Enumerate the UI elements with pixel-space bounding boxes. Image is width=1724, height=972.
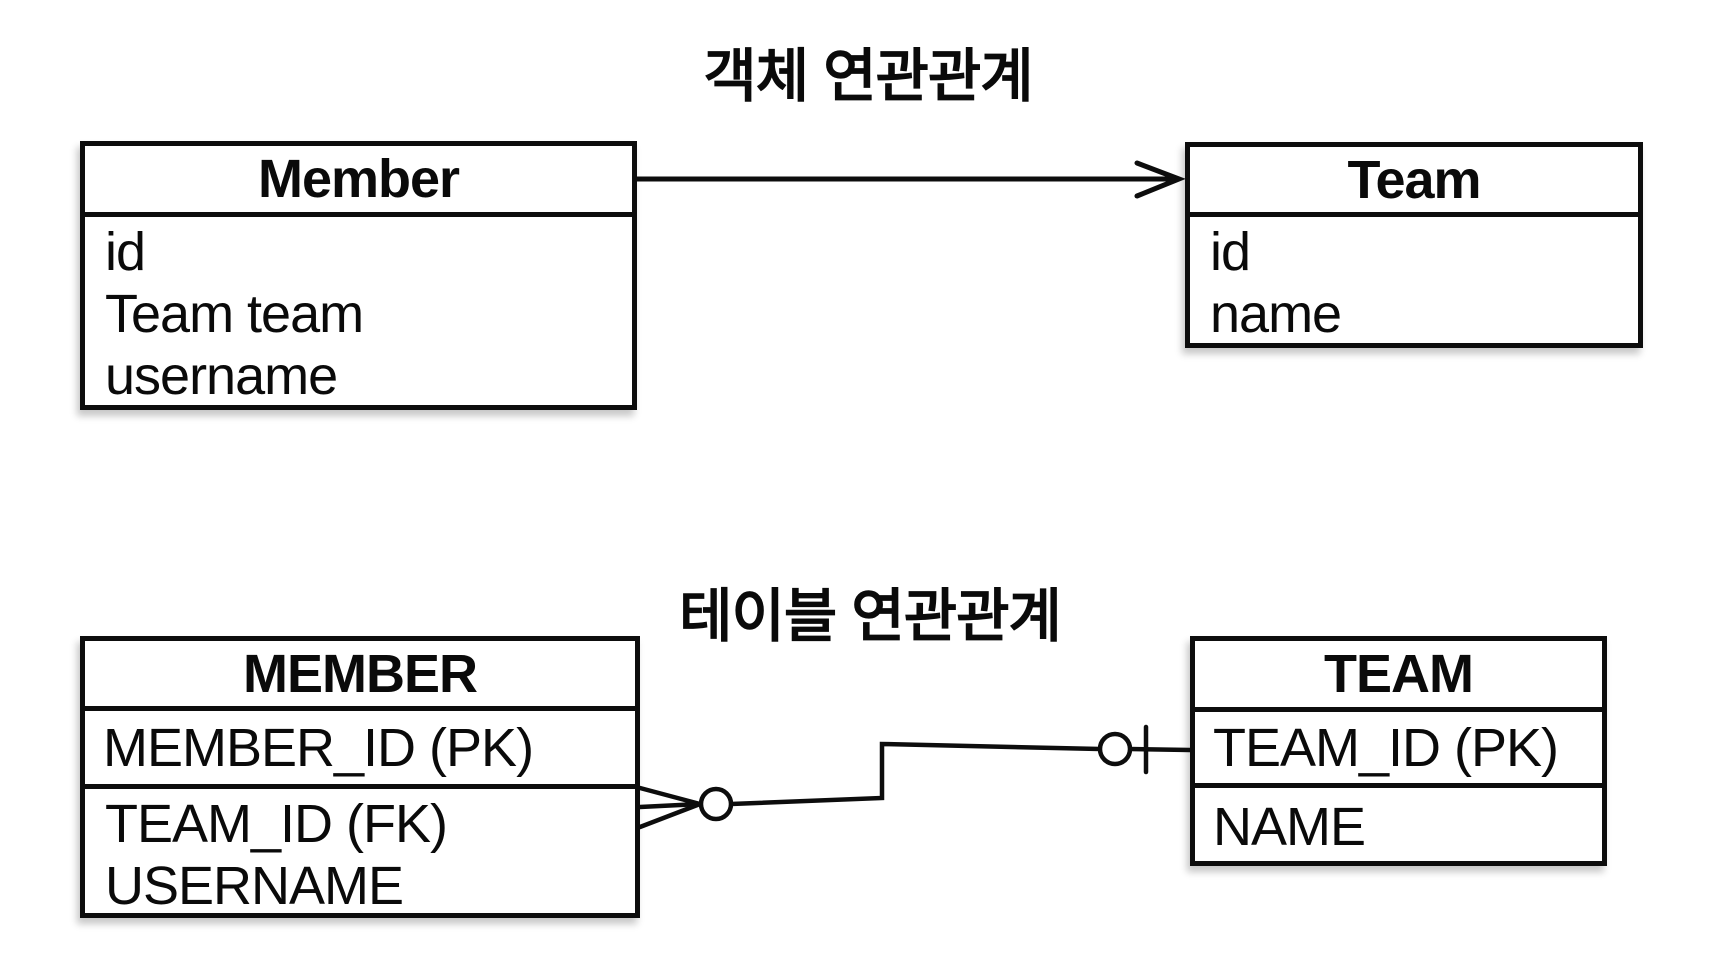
object-association-title: 객체 연관관계: [703, 44, 1033, 109]
crow-foot-prong: [637, 785, 703, 807]
relationship-path: [728, 741, 1103, 807]
member-table-pk-row: MEMBER_ID (PK): [85, 711, 635, 789]
member-class-fields: id Team team username: [85, 217, 632, 407]
row-username: USERNAME: [105, 856, 404, 916]
table-relationship-line: [637, 724, 1193, 830]
zero-circle-icon: [698, 786, 734, 822]
field-team-team: Team team: [105, 284, 364, 344]
team-class-fields: id name: [1190, 217, 1638, 345]
field-name: name: [1210, 284, 1342, 344]
field-username: username: [105, 346, 338, 406]
object-association-arrow: [634, 160, 1186, 199]
team-table-pk-row: TEAM_ID (PK): [1195, 712, 1602, 788]
member-table-name: MEMBER: [85, 641, 635, 711]
field-id: id: [1210, 222, 1251, 282]
crow-foot-prong: [637, 801, 703, 810]
member-table-box: MEMBER MEMBER_ID (PK) TEAM_ID (FK) USERN…: [80, 636, 640, 918]
row-team-id-fk: TEAM_ID (FK): [105, 794, 448, 854]
row-name: NAME: [1213, 797, 1366, 857]
team-table-box: TEAM TEAM_ID (PK) NAME: [1190, 636, 1607, 866]
member-class-name: Member: [85, 146, 632, 217]
table-association-title: 테이블 연관관계: [679, 584, 1062, 649]
crow-foot-prong: [637, 801, 703, 830]
member-class-box: Member id Team team username: [80, 141, 637, 410]
zero-circle-icon: [1097, 731, 1133, 767]
arrowhead-icon: [1134, 160, 1186, 199]
team-table-name: TEAM: [1195, 641, 1602, 712]
member-table-rows: TEAM_ID (FK) USERNAME: [85, 789, 635, 917]
field-id: id: [105, 222, 146, 282]
team-class-name: Team: [1190, 147, 1638, 217]
team-class-box: Team id name: [1185, 142, 1643, 348]
relationship-path-end: [1127, 746, 1193, 753]
